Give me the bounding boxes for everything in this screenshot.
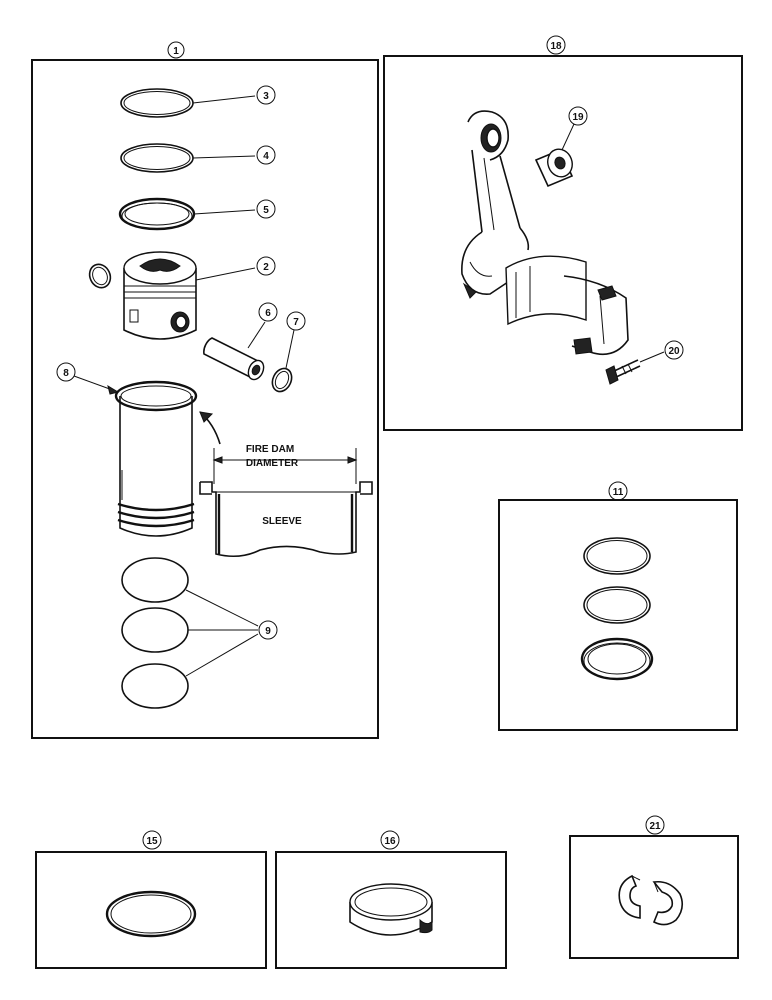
callout-7: 7	[286, 311, 306, 331]
piston-ring-4	[120, 143, 194, 173]
callout-19: 19	[568, 106, 588, 126]
panel-1-cylinder-kit: 1 3 4 5	[31, 41, 379, 739]
callout-3: 3	[256, 85, 276, 105]
piston-2	[123, 251, 197, 340]
snap-ring-left	[88, 263, 112, 289]
callout-18: 18	[546, 35, 566, 55]
callout-19-text: 19	[572, 112, 584, 123]
panel-21-bearing: 21	[569, 815, 739, 959]
bushing-19	[534, 148, 574, 188]
bearing-shells-21	[618, 874, 684, 926]
rod-cap	[563, 275, 629, 356]
panel-11-ring-set: 11	[498, 481, 738, 731]
callout-20-text: 20	[668, 346, 680, 357]
panel-15-ring: 15	[35, 830, 267, 969]
callout-9: 9	[258, 620, 278, 640]
panel-18-frame	[383, 55, 743, 431]
curved-arrow	[199, 411, 221, 445]
panel-16-frame	[275, 851, 507, 969]
piston-ring-3	[120, 88, 194, 118]
ring-set-middle	[583, 586, 651, 624]
panel-21-frame	[569, 835, 739, 959]
callout-15: 15	[142, 830, 162, 850]
callout-3-text: 3	[263, 91, 269, 102]
panel-1-frame	[31, 59, 379, 739]
callout-9-text: 9	[265, 626, 271, 637]
callout-7-text: 7	[293, 317, 299, 328]
callout-18-text: 18	[550, 41, 562, 52]
callout-16-text: 16	[384, 836, 396, 847]
callout-5-text: 5	[263, 205, 269, 216]
callout-21: 21	[645, 815, 665, 835]
callout-1: 1	[167, 41, 185, 59]
panel-11-frame	[498, 499, 738, 731]
piston-pin-6	[203, 337, 265, 381]
panel-15-frame	[35, 851, 267, 969]
fire-dam-label-line2: DIAMETER	[246, 458, 299, 469]
callout-8-text: 8	[63, 368, 69, 379]
rod-bolt-20	[605, 359, 641, 385]
band-16	[349, 883, 433, 936]
callout-11: 11	[608, 481, 628, 501]
snap-ring-7	[271, 367, 293, 393]
callout-2: 2	[256, 256, 276, 276]
fire-dam-detail: FIRE DAM DIAMETER SLEEVE	[199, 444, 373, 558]
callout-4: 4	[256, 145, 276, 165]
ring-set-oil	[580, 637, 654, 681]
fire-dam-label-line1: FIRE DAM	[246, 444, 294, 455]
callout-2-text: 2	[263, 262, 269, 273]
callout-11-text: 11	[613, 487, 624, 498]
callout-6-text: 6	[265, 308, 271, 319]
callout-16: 16	[380, 830, 400, 850]
ring-set-top	[583, 537, 651, 575]
callout-15-text: 15	[146, 836, 158, 847]
sleeve-label: SLEEVE	[262, 516, 302, 527]
cylinder-sleeve-8	[114, 380, 198, 537]
callout-8: 8	[56, 362, 76, 382]
callout-1-text: 1	[173, 46, 179, 57]
o-ring-seals-9	[121, 557, 189, 709]
connecting-rod	[461, 110, 530, 299]
callout-5: 5	[256, 199, 276, 219]
panel-16-band: 16	[275, 830, 507, 969]
callout-20: 20	[664, 340, 684, 360]
panel-18-connecting-rod: 18	[383, 35, 743, 431]
bearing-shell-upper	[505, 255, 587, 326]
callout-6: 6	[258, 302, 278, 322]
oil-ring-5	[118, 197, 196, 231]
callout-21-text: 21	[649, 821, 661, 832]
ring-15	[105, 890, 197, 938]
callout-4-text: 4	[263, 151, 269, 162]
